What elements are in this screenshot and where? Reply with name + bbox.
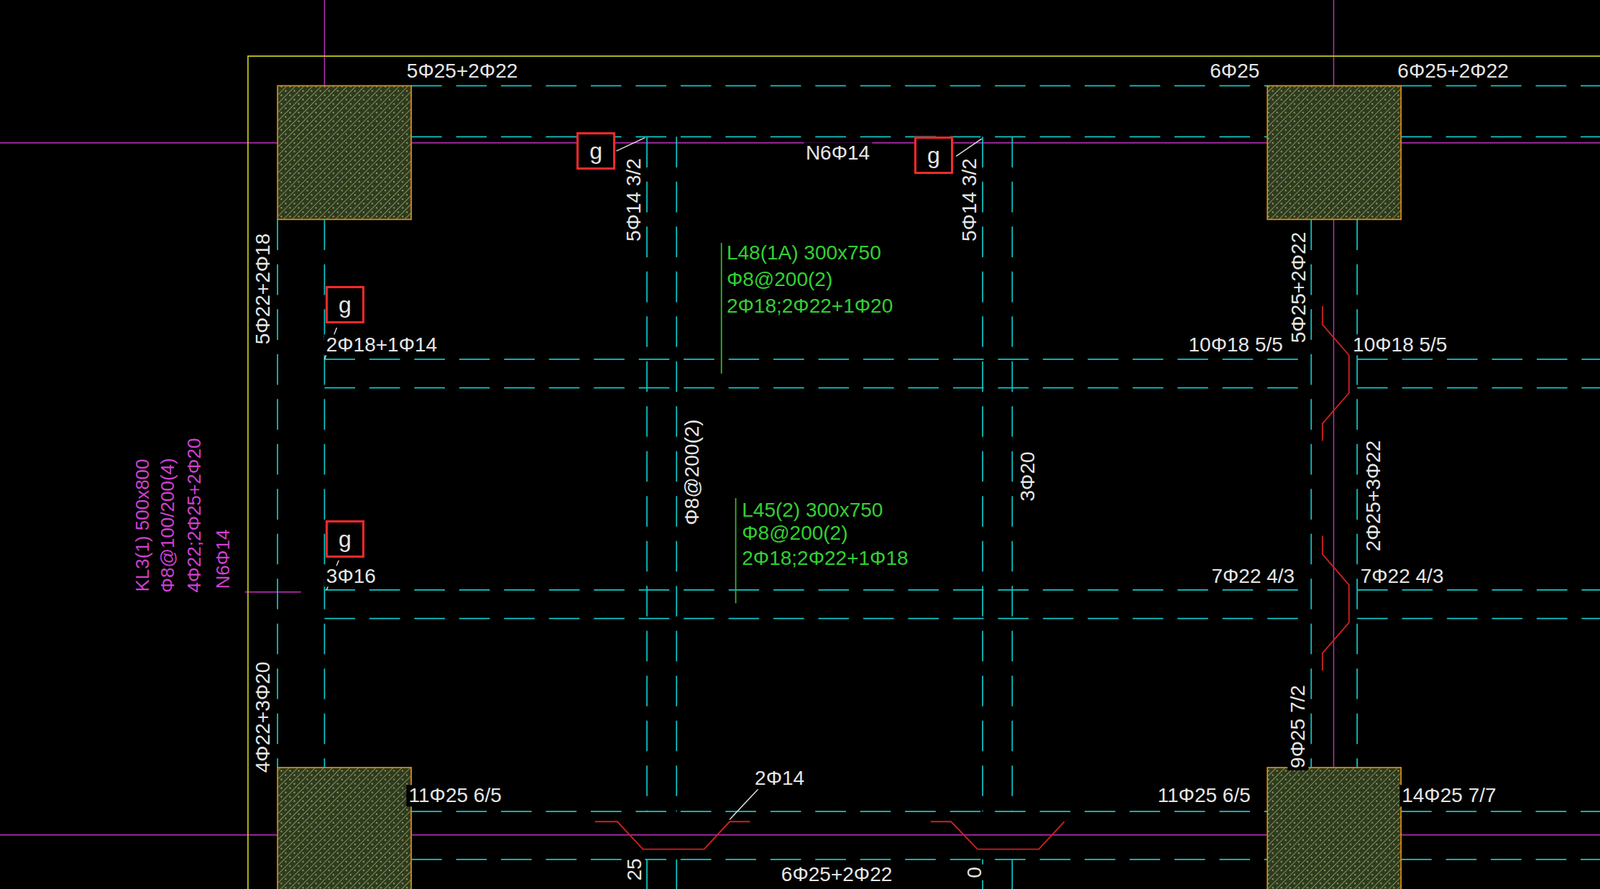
rebar-annotation: 5Φ22+2Φ18 bbox=[253, 231, 274, 347]
bent-bar-symbols bbox=[595, 306, 1350, 850]
rebar-annotation: 10Φ18 5/5 bbox=[1350, 334, 1450, 356]
rebar-annotation: 2Φ14 bbox=[752, 767, 807, 789]
rebar-annotation: 5Φ25+2Φ22 bbox=[404, 61, 520, 82]
highlight-box: g bbox=[325, 286, 365, 324]
leader-lines bbox=[324, 138, 982, 821]
rebar-annotation: Φ8@100/200(4) bbox=[158, 455, 179, 595]
rebar-annotation: 11Φ25 6/5 bbox=[1155, 785, 1253, 807]
rebar-annotation: 6Φ25 bbox=[1207, 61, 1262, 82]
rebar-annotation: 5Φ25+2Φ22 bbox=[1288, 230, 1310, 346]
rebar-annotation: Φ8@200(2) bbox=[724, 268, 835, 290]
box-text: g bbox=[338, 293, 352, 317]
box-text: g bbox=[589, 139, 603, 163]
box-text: g bbox=[927, 143, 941, 167]
rebar-annotation: 2Φ18+1Φ14 bbox=[324, 334, 440, 356]
highlight-box: g bbox=[914, 136, 954, 174]
rebar-annotation: L45(2) 300x750 bbox=[739, 499, 885, 521]
rebar-annotation: 14Φ25 7/7 bbox=[1399, 785, 1498, 807]
rebar-annotation: 7Φ22 4/3 bbox=[1358, 565, 1447, 587]
slab-edge bbox=[247, 56, 1600, 889]
rebar-annotation: Φ8@200(2) bbox=[681, 417, 703, 528]
rebar-annotation: KL3(1) 500x800 bbox=[132, 457, 153, 595]
box-text: g bbox=[338, 527, 352, 551]
rebar-annotation: 4Φ22;2Φ25+2Φ20 bbox=[184, 436, 205, 596]
rebar-annotation: 5Φ14 3/2 bbox=[623, 155, 645, 244]
rebar-annotation: 6Φ25+2Φ22 bbox=[779, 863, 895, 885]
rebar-annotation: N6Φ14 bbox=[803, 142, 872, 164]
highlight-box: g bbox=[325, 520, 365, 558]
beam-lines bbox=[277, 85, 1600, 889]
rebar-annotation: 7Φ22 4/3 bbox=[1208, 565, 1297, 587]
column-sections bbox=[277, 85, 1401, 889]
rebar-annotation: 5Φ14 3/2 bbox=[958, 155, 980, 244]
rebar-annotation: Φ8@200(2) bbox=[739, 523, 850, 545]
rebar-annotation: N6Φ14 bbox=[213, 527, 233, 592]
rebar-annotation: 2Φ18;2Φ22+1Φ20 bbox=[724, 295, 895, 317]
rebar-annotation: 9Φ25 7/2 bbox=[1287, 682, 1309, 771]
rebar-annotation: 2Φ25+3Φ22 bbox=[1362, 438, 1384, 554]
rebar-annotation: 10Φ18 5/5 bbox=[1186, 334, 1286, 356]
rebar-annotation: 4Φ22+3Φ20 bbox=[253, 659, 274, 775]
rebar-annotation: 3Φ20 bbox=[1017, 449, 1038, 504]
rebar-annotation: 11Φ25 6/5 bbox=[406, 785, 504, 807]
rebar-annotation: 25 bbox=[623, 856, 645, 883]
rebar-annotation: 6Φ25+2Φ22 bbox=[1395, 61, 1511, 82]
rebar-annotation: L48(1A) 300x750 bbox=[724, 242, 884, 264]
rebar-annotation: 2Φ18;2Φ22+1Φ18 bbox=[739, 547, 910, 569]
rebar-annotation: 0 bbox=[963, 864, 985, 881]
rebar-annotation: 3Φ16 bbox=[324, 565, 379, 587]
highlight-box: g bbox=[576, 132, 616, 170]
